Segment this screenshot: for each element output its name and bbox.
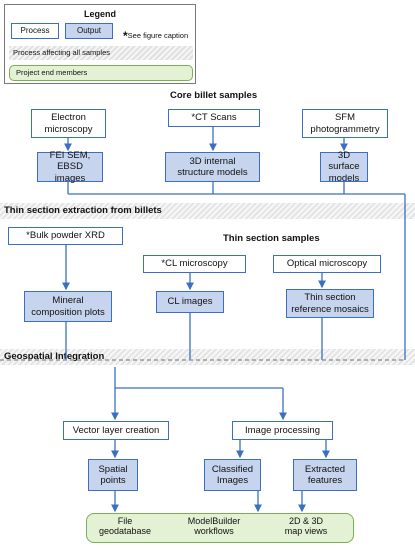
section-thin-section-samples: Thin section samples xyxy=(223,233,320,244)
node-classified-images: Classified Images xyxy=(204,459,261,491)
legend-title: Legend xyxy=(83,9,116,19)
node-ct-scans: *CT Scans xyxy=(168,109,260,127)
node-cl-microscopy: *CL microscopy xyxy=(143,255,246,273)
node-electron-microscopy: Electron microscopy xyxy=(31,109,106,138)
node-image-processing: Image processing xyxy=(232,421,333,440)
node-fei-sem-ebsd: FEI SEM, EBSD images xyxy=(37,150,103,184)
node-3d-internal-models: 3D internal structure models xyxy=(165,152,260,182)
legend-process-swatch: Process xyxy=(11,23,59,39)
legend-output-swatch: Output xyxy=(65,23,113,39)
node-thin-section-mosaics: Thin section reference mosaics xyxy=(286,289,374,318)
node-cl-images: CL images xyxy=(156,291,224,313)
node-mineral-composition: Mineral composition plots xyxy=(24,291,112,322)
legend-star: * xyxy=(123,29,128,43)
end-map-views: 2D & 3D map views xyxy=(284,516,328,537)
legend-band-swatch: Process affecting all samples xyxy=(9,46,193,60)
node-bulk-powder-xrd: *Bulk powder XRD xyxy=(8,227,123,245)
node-extracted-features: Extracted features xyxy=(293,459,357,491)
node-sfm-photogrammetry: SFM photogrammetry xyxy=(302,109,388,138)
node-3d-surface-models: 3D surface models xyxy=(320,150,368,184)
end-modelbuilder-workflows: ModelBuilder workflows xyxy=(187,516,241,537)
end-file-geodatabase: File geodatabase xyxy=(98,516,152,537)
legend: Legend Process Output *See figure captio… xyxy=(4,4,196,84)
band-thin-section-extraction: Thin section extraction from billets xyxy=(0,203,415,219)
end-members-box xyxy=(86,513,354,543)
legend-caption-note: *See figure caption xyxy=(123,29,188,43)
section-core-billet: Core billet samples xyxy=(170,90,258,101)
legend-note-text: See figure caption xyxy=(127,31,189,40)
node-optical-microscopy: Optical microscopy xyxy=(273,255,381,273)
node-spatial-points: Spatial points xyxy=(88,459,138,491)
legend-end-swatch: Project end members xyxy=(9,65,193,81)
node-vector-layer-creation: Vector layer creation xyxy=(63,421,169,440)
band-geospatial-integration: Geospatial Integration xyxy=(0,349,415,365)
